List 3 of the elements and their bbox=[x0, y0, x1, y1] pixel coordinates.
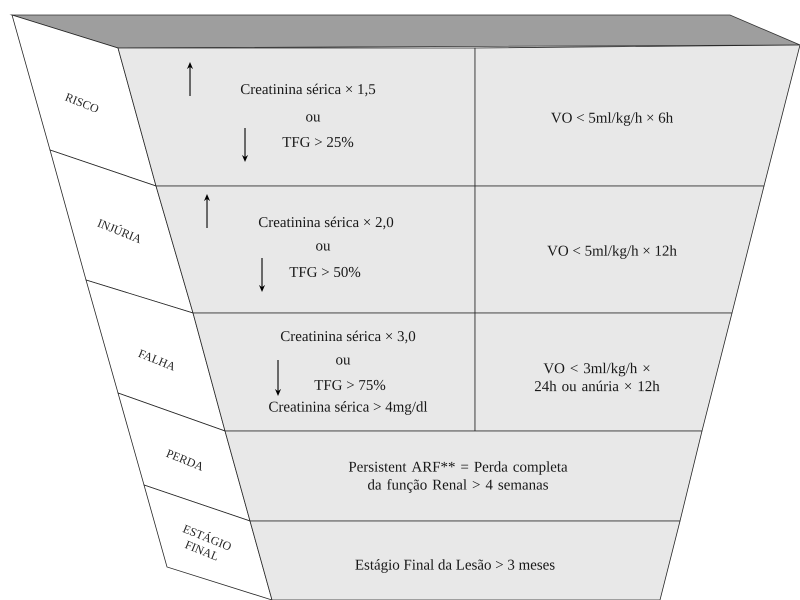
table-cell: VO < 5ml/kg/h × 12h bbox=[474, 186, 765, 314]
table-cell: VO < 3ml/kg/h × 24h ou anúria × 12h bbox=[474, 312, 733, 432]
table-cell: VO < 5ml/kg/h × 6h bbox=[474, 44, 800, 186]
